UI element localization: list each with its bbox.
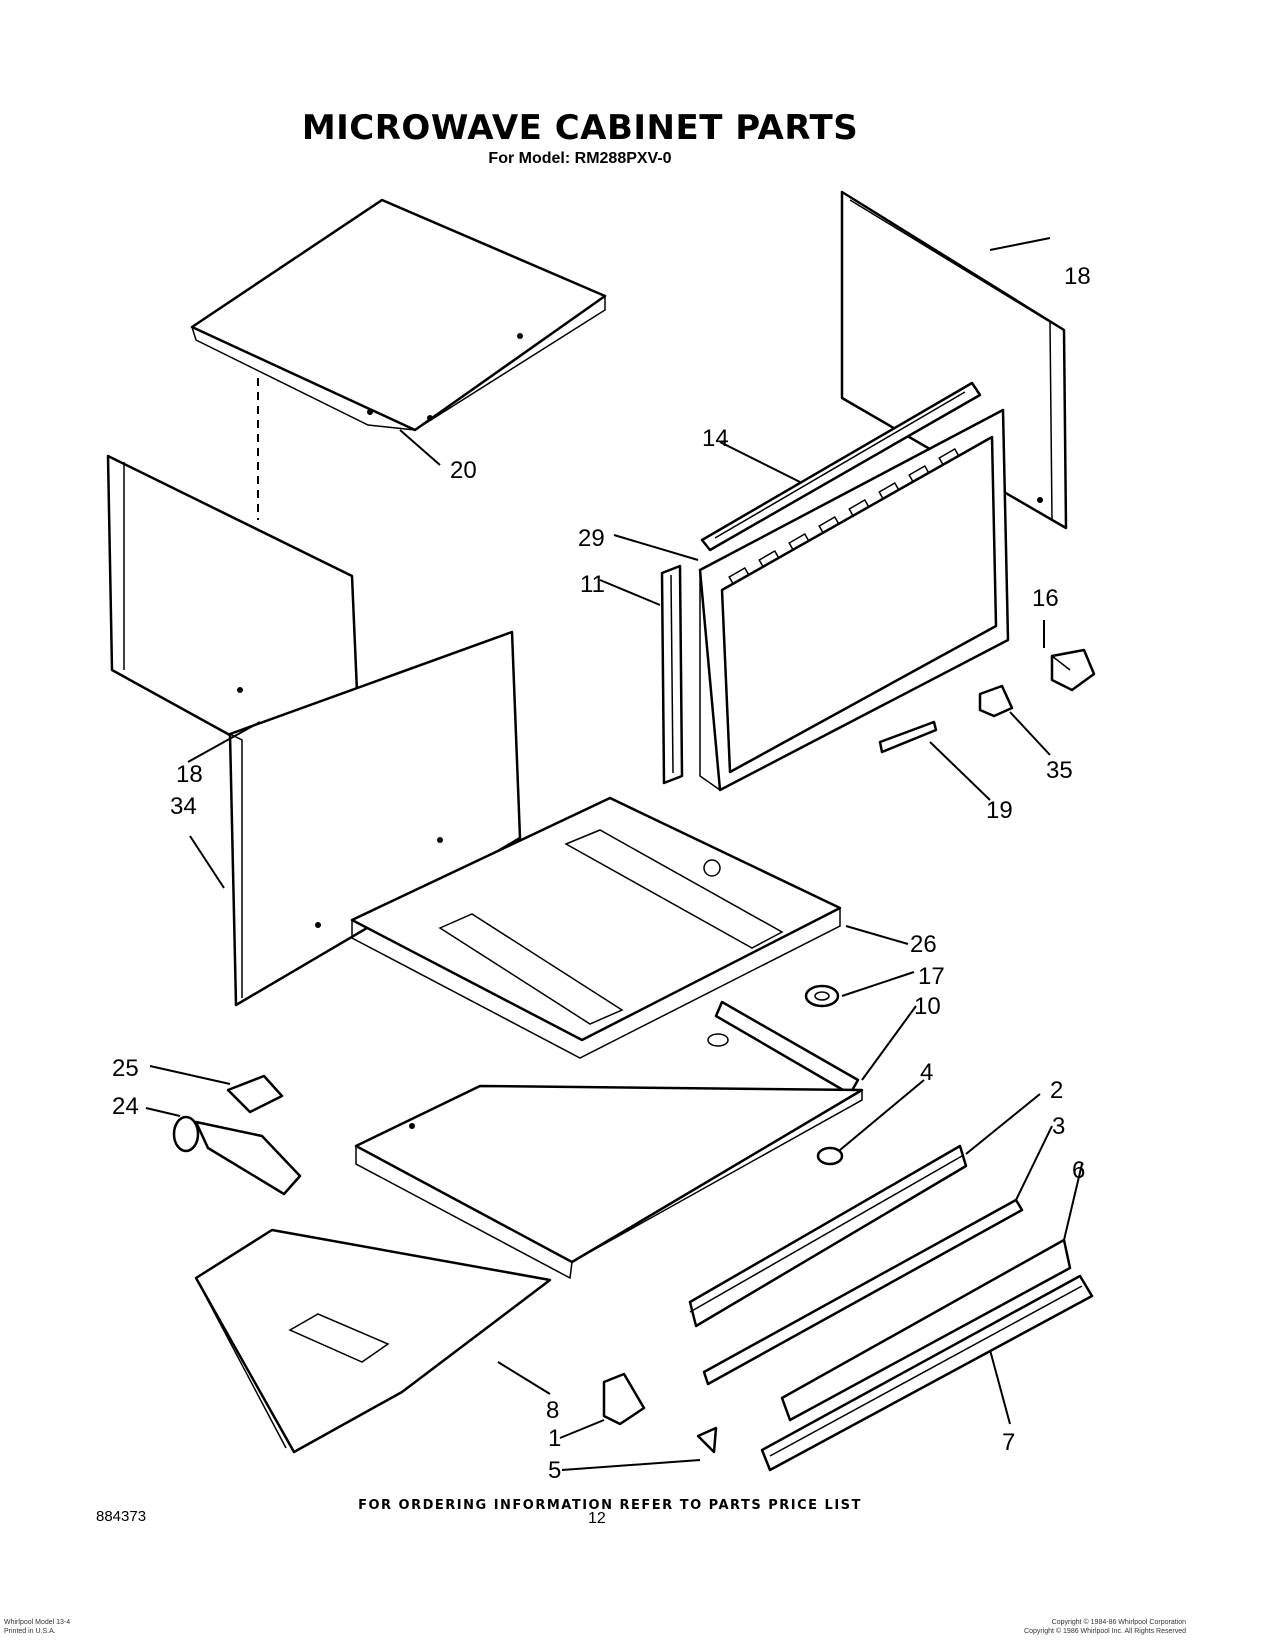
part-35-latch [978,684,1014,718]
part-6-channel [780,1238,1072,1422]
part-19-nameplate [878,720,938,754]
part-10-bracket [707,1000,860,1096]
callout-20: 20 [450,457,477,484]
page-title: MICROWAVE CABINET PARTS [301,108,859,148]
callout-2: 2 [1050,1077,1063,1104]
callout-34: 34 [170,793,197,820]
callout-26: 26 [910,931,937,958]
model-subtitle: For Model: RM288PXV-0 [488,150,672,167]
callout-17: 17 [918,963,945,990]
part-5-fastener [696,1426,718,1454]
part-7-base-rail [760,1274,1094,1472]
part-11-side-strip [660,564,684,785]
callout-3: 3 [1052,1113,1065,1140]
ordering-note: FOR ORDERING INFORMATION REFER TO PARTS … [358,1498,862,1513]
callout-18-right: 18 [1064,263,1091,290]
part-17-grommet [804,984,840,1008]
callout-24: 24 [112,1093,139,1120]
page-number: 12 [588,1510,606,1527]
part-8-bottom-plate [194,1228,552,1454]
callout-35: 35 [1046,757,1073,784]
callout-4: 4 [920,1059,933,1086]
callout-6: 6 [1072,1157,1085,1184]
callout-5: 5 [548,1457,561,1484]
callout-leaders [145,237,1083,1471]
part-25-bracket [226,1074,284,1114]
callout-labels: 18 20 14 29 11 16 35 19 18 34 26 17 10 2… [112,263,1091,1484]
callout-19: 19 [986,797,1013,824]
callout-1: 1 [548,1425,561,1452]
part-base-tray [354,1084,864,1280]
part-14-vent-strip [700,381,982,552]
callout-18-left: 18 [176,761,203,788]
part-26-base-shelf [350,796,842,1059]
fine-print-right: Copyright © 1984-86 Whirlpool Corporatio… [1024,1619,1186,1635]
callout-29: 29 [578,525,605,552]
callout-11: 11 [580,571,605,598]
part-2-grille [688,1144,968,1328]
fine-print-left: Whirlpool Model 13-4 Printed in U.S.A. [4,1619,71,1635]
document-number: 884373 [96,1508,147,1525]
part-4-foot [816,1146,844,1166]
callout-25: 25 [112,1055,139,1082]
callout-8: 8 [546,1397,559,1424]
callout-16: 16 [1032,585,1059,612]
callout-14: 14 [702,425,729,452]
part-24-duct [172,1115,302,1196]
part-16-switch [1050,648,1096,692]
part-18-right-side-panel [840,190,1068,530]
part-1-clip [602,1372,646,1426]
callout-10: 10 [914,993,941,1020]
part-3-trim-strip [702,1198,1024,1386]
part-29-front-frame [698,408,1010,792]
part-20-top-panel [190,198,607,432]
callout-7: 7 [1002,1429,1015,1456]
